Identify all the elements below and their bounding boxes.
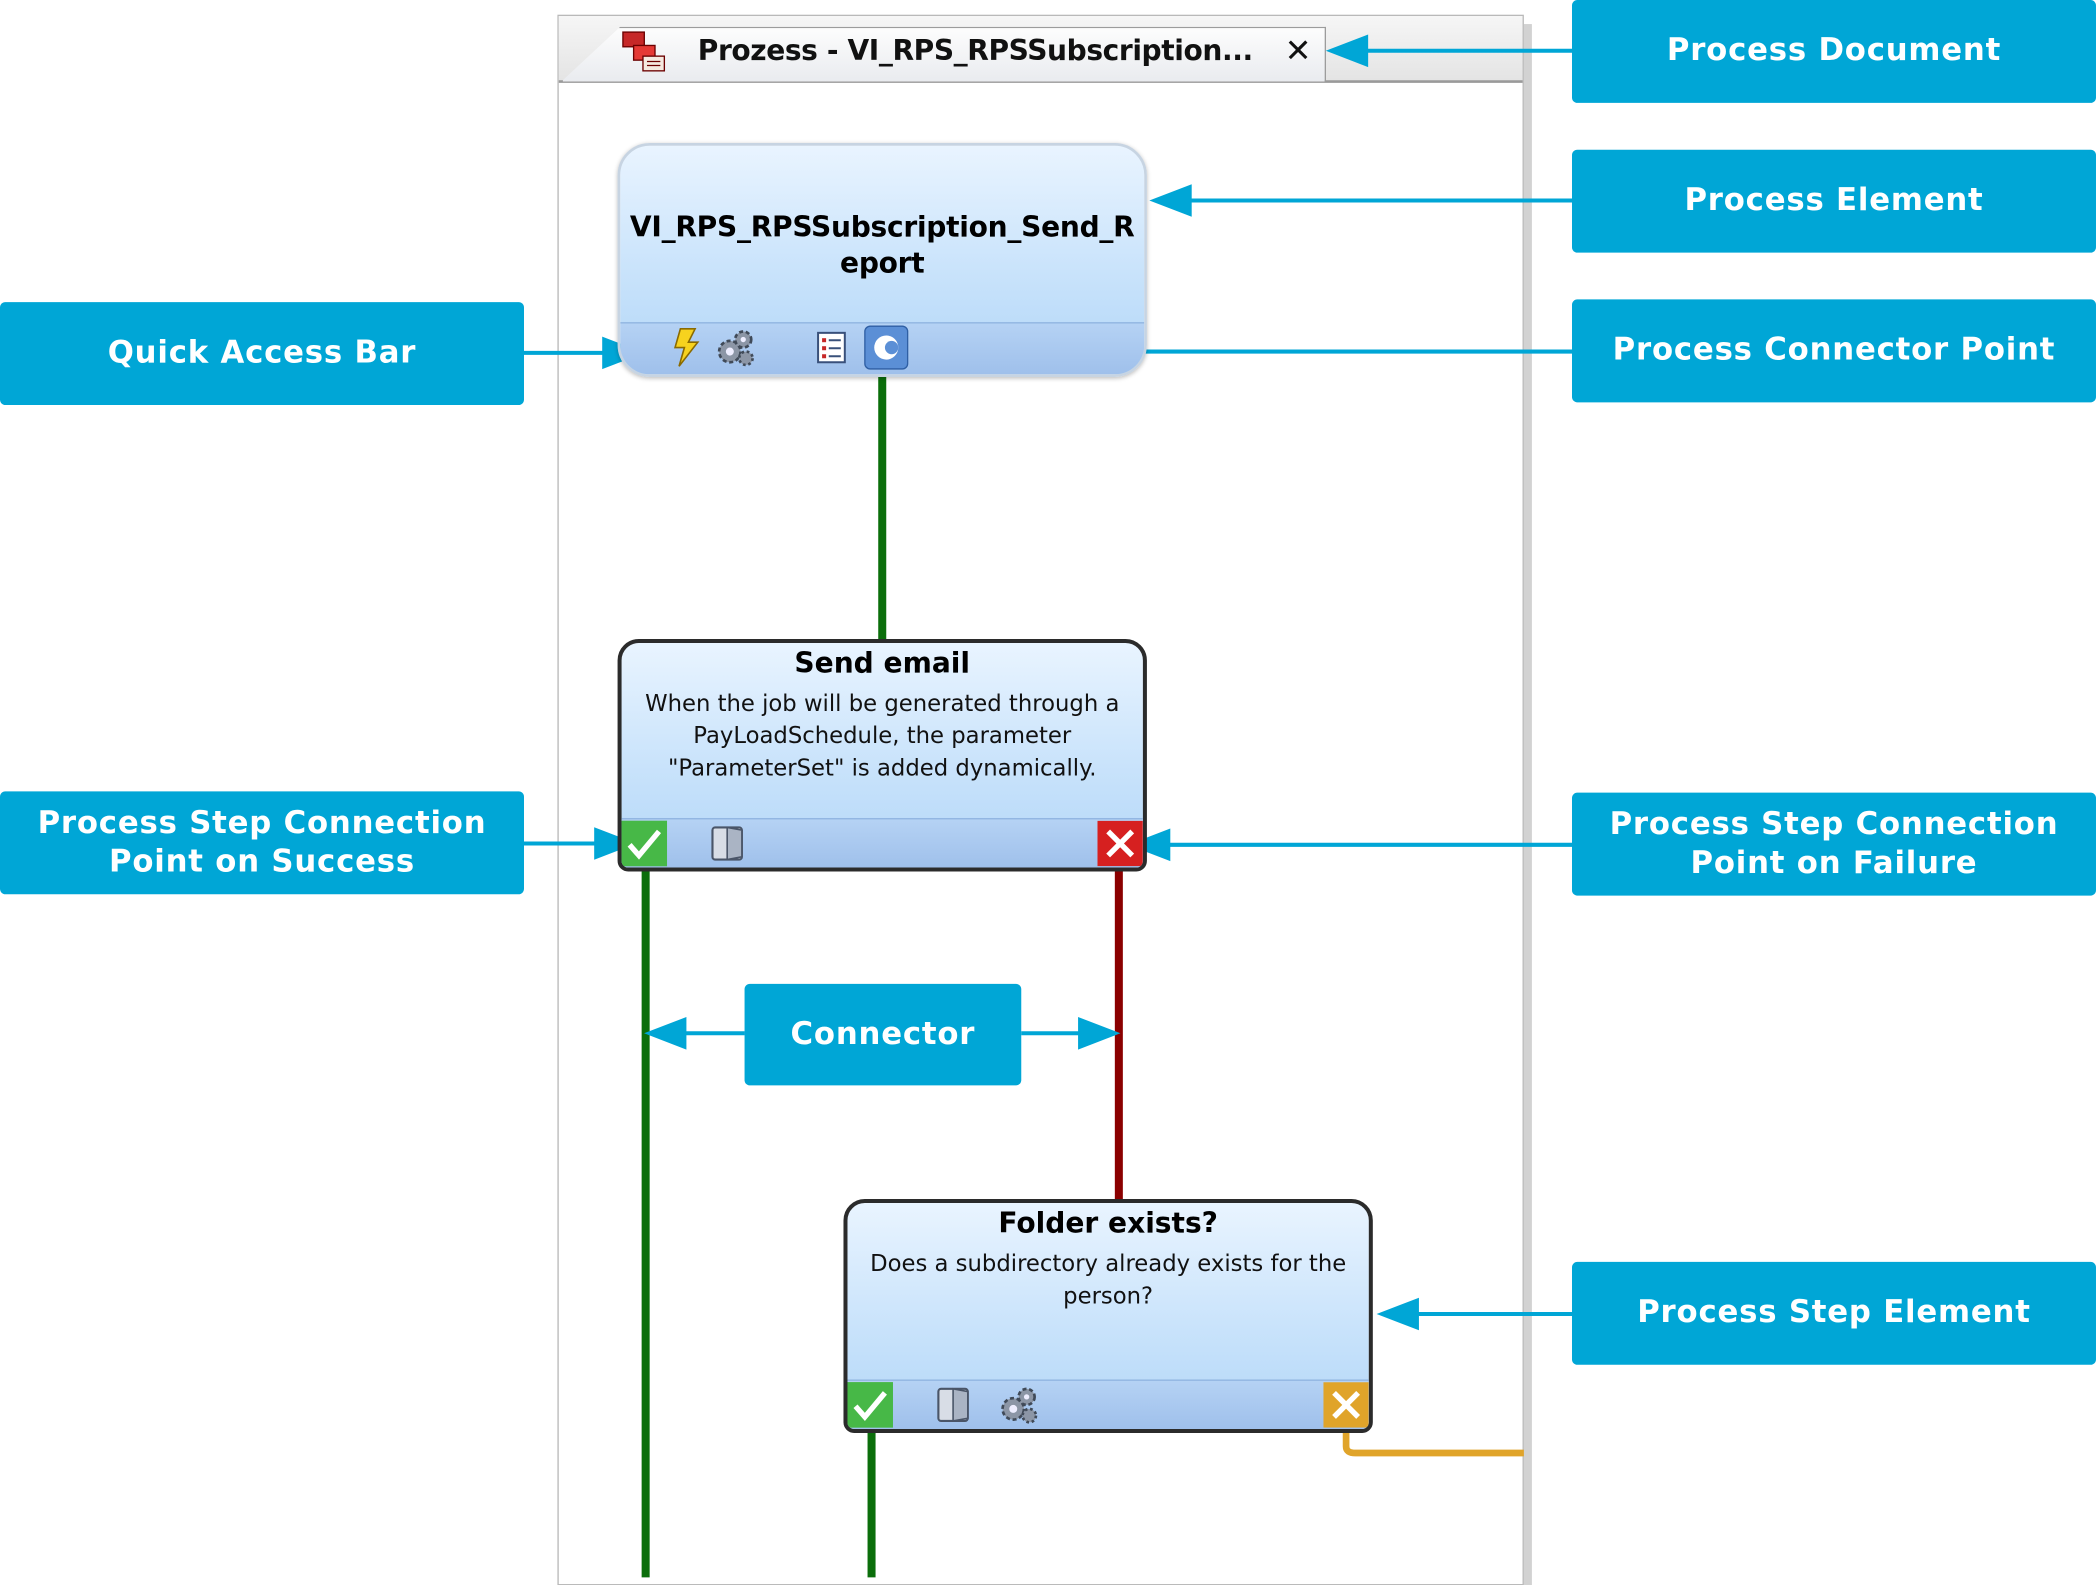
callout-quick-access-bar: Quick Access Bar <box>0 302 524 406</box>
process-step-folder-exists[interactable]: Folder exists? Does a subdirectory alrea… <box>843 1199 1373 1433</box>
event-lightning-icon[interactable] <box>668 327 703 367</box>
list-icon[interactable] <box>815 330 847 365</box>
document-tab-title[interactable]: Prozess - VI_RPS_RPSSubscription... <box>697 34 1253 67</box>
step-toolbar <box>847 1379 1369 1429</box>
callout-success-line2: Point on Success <box>109 844 415 879</box>
quick-access-bar <box>620 322 1145 375</box>
step-description-line2: person? <box>1063 1283 1154 1310</box>
door-icon[interactable] <box>933 1385 973 1425</box>
gear-cluster-icon[interactable] <box>714 327 757 367</box>
callout-failure-line2: Point on Failure <box>1690 845 1978 881</box>
step-description-line2: PayLoadSchedule, the parameter <box>693 723 1072 750</box>
step-description-line1: Does a subdirectory already exists for t… <box>870 1251 1347 1278</box>
step-toolbar <box>621 818 1143 868</box>
connector-point-icon[interactable] <box>864 325 909 370</box>
success-check-icon[interactable] <box>621 820 668 867</box>
callout-failure-line1: Process Step Connection <box>1609 806 2059 842</box>
gear-cluster-icon[interactable] <box>997 1385 1040 1425</box>
step-title: Folder exists? <box>998 1207 1218 1240</box>
process-document-icon <box>622 31 666 72</box>
process-element[interactable]: VI_RPS_RPSSubscription_Send_R eport <box>617 143 1147 377</box>
step-description-line1: When the job will be generated through a <box>645 691 1120 718</box>
callout-success-connection-point: Process Step Connection Point on Success <box>0 791 524 895</box>
document-tab[interactable] <box>561 26 1327 82</box>
callout-process-step-element: Process Step Element <box>1571 1261 2096 1365</box>
callout-connector: Connector <box>744 983 1022 1086</box>
door-icon[interactable] <box>707 823 747 863</box>
callout-process-element: Process Element <box>1571 149 2096 253</box>
tab-close-icon[interactable]: ✕ <box>1284 32 1312 70</box>
failure-x-icon[interactable] <box>1323 1382 1369 1428</box>
process-element-title-line2: eport <box>840 247 925 280</box>
process-step-send-email[interactable]: Send email When the job will be generate… <box>617 638 1147 872</box>
step-title: Send email <box>794 646 971 680</box>
callout-failure-connection-point: Process Step Connection Point on Failure <box>1571 792 2096 896</box>
callout-process-connector-point: Process Connector Point <box>1571 299 2096 403</box>
connector-line-folder-alternate[interactable] <box>1342 1430 1524 1457</box>
success-check-icon[interactable] <box>847 1382 893 1428</box>
process-element-title-line1: VI_RPS_RPSSubscription_Send_R <box>629 211 1135 244</box>
failure-x-icon[interactable] <box>1097 820 1143 867</box>
callout-success-line1: Process Step Connection <box>37 805 487 841</box>
callout-process-document: Process Document <box>1571 0 2096 103</box>
step-description-line3: "ParameterSet" is added dynamically. <box>667 755 1097 782</box>
